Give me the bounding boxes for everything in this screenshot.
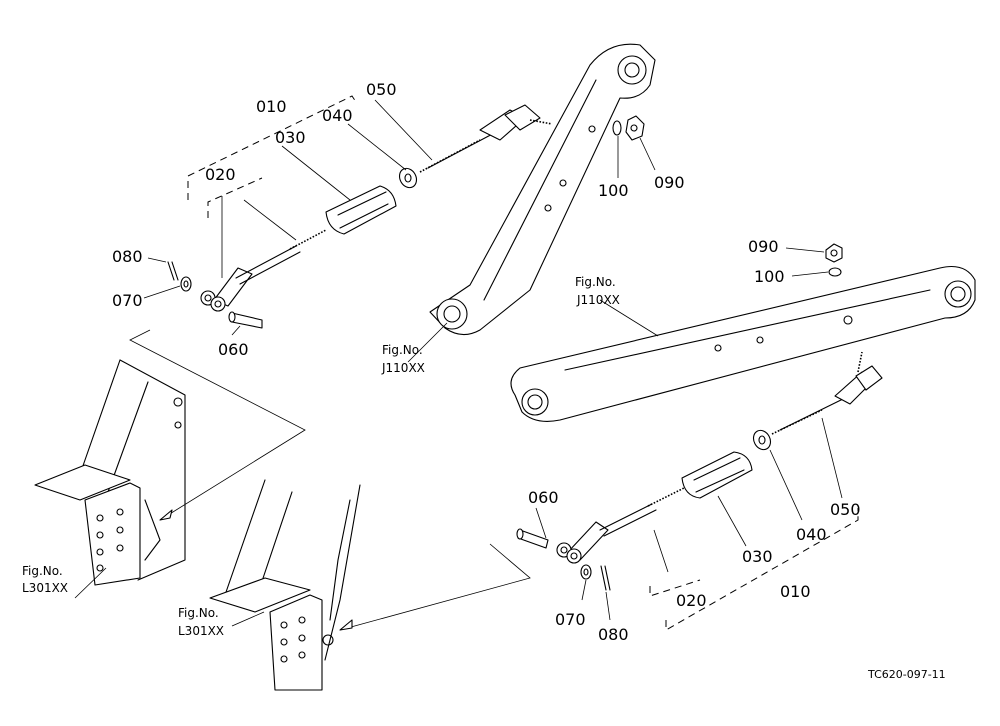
fig-code-label: L301XX	[22, 581, 68, 595]
label-080-lower: 080	[598, 625, 629, 644]
label-010-upper: 010	[256, 97, 287, 116]
label-050-lower: 050	[830, 500, 861, 519]
label-040-lower: 040	[796, 525, 827, 544]
label-100-lower: 100	[754, 267, 785, 286]
label-030-lower: 030	[742, 547, 773, 566]
fig-ref-l301-right: Fig.No. L301XX	[178, 606, 224, 638]
document-id: TC620-097-11	[867, 668, 946, 681]
label-050-upper: 050	[366, 80, 397, 99]
fig-code-label: J110XX	[576, 293, 620, 307]
label-020-upper: 020	[205, 165, 236, 184]
label-060-upper: 060	[218, 340, 249, 359]
fig-code-label: J110XX	[381, 361, 425, 375]
fig-no-label: Fig.No.	[178, 606, 219, 620]
frame-bracket-left	[34, 359, 186, 586]
fig-no-label: Fig.No.	[575, 275, 616, 289]
lower-link-upper	[429, 43, 656, 336]
label-070-upper: 070	[112, 291, 143, 310]
label-010-lower: 010	[780, 582, 811, 601]
lower-link-lower	[510, 265, 976, 422]
fig-no-label: Fig.No.	[382, 343, 423, 357]
group-brackets	[187, 95, 859, 631]
fig-ref-l301-left: Fig.No. L301XX	[22, 564, 68, 595]
label-100-upper: 100	[598, 181, 629, 200]
fig-ref-j110-lower: Fig.No. J110XX	[575, 275, 620, 307]
label-070-lower: 070	[555, 610, 586, 629]
label-080-upper: 080	[112, 247, 143, 266]
check-chain-assembly-upper	[167, 104, 645, 329]
check-chain-assembly-lower	[516, 243, 883, 591]
fig-no-label: Fig.No.	[22, 564, 63, 578]
label-090-lower: 090	[748, 237, 779, 256]
label-090-upper: 090	[654, 173, 685, 192]
fig-ref-j110-upper: Fig.No. J110XX	[381, 343, 425, 375]
label-030-upper: 030	[275, 128, 306, 147]
label-040-upper: 040	[322, 106, 353, 125]
leader-lines	[74, 99, 843, 631]
label-020-lower: 020	[676, 591, 707, 610]
label-060-lower: 060	[528, 488, 559, 507]
fig-code-label: L301XX	[178, 624, 224, 638]
frame-bracket-right	[209, 479, 361, 691]
